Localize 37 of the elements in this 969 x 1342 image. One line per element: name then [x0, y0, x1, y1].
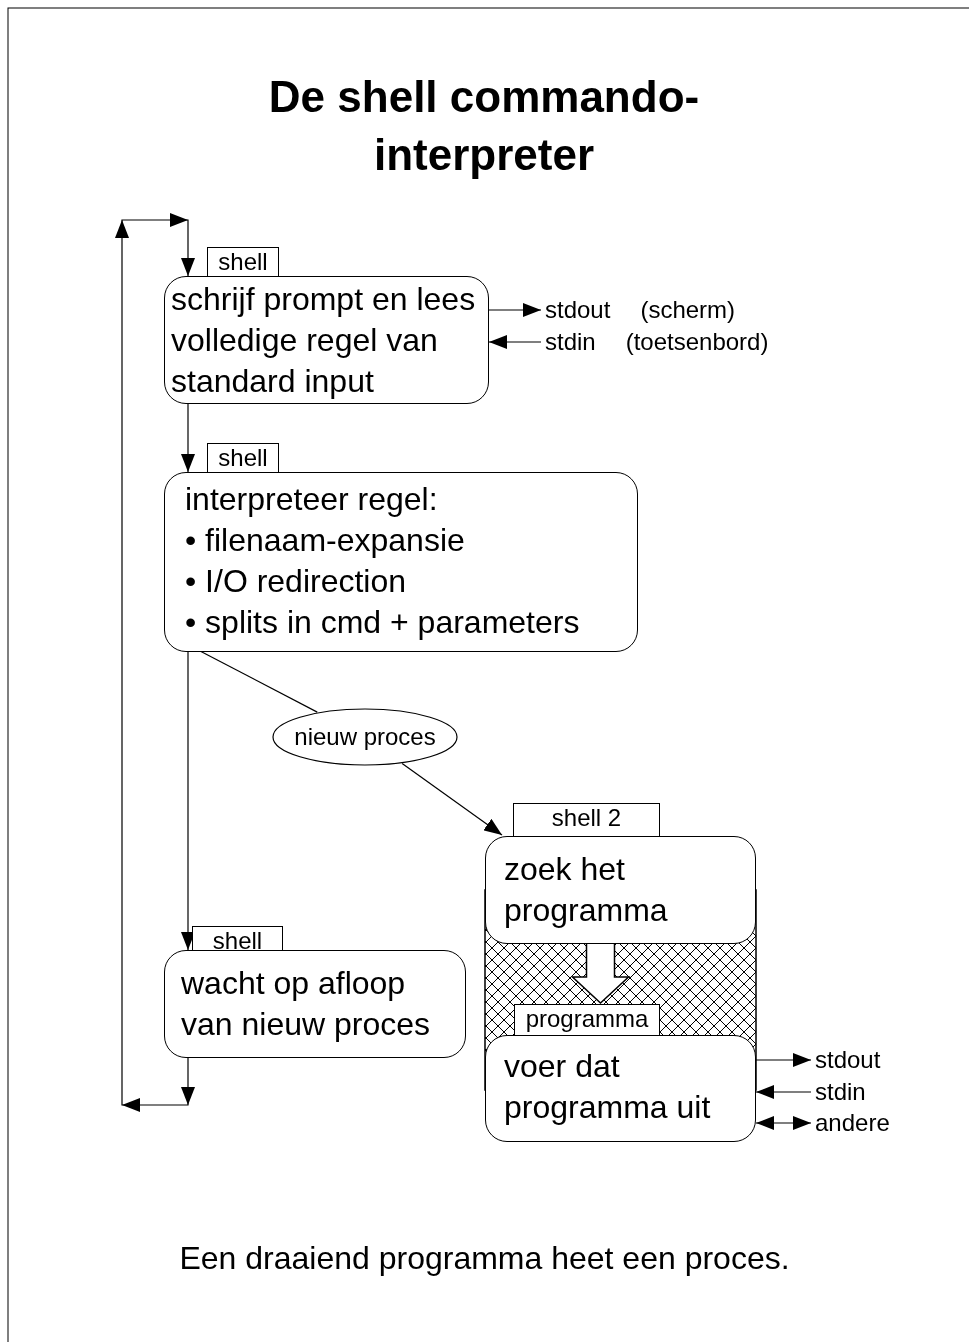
step-text: schrijf prompt en lees volledige regel van standard input: [171, 280, 477, 401]
tab-label: shell: [207, 443, 279, 473]
arrow: [755, 1116, 812, 1130]
stream-label: stdin: [545, 328, 596, 355]
list-item: • I/O redirection: [185, 562, 408, 601]
list-item: • filenaam-expansie: [185, 521, 466, 560]
process-box: [164, 472, 638, 652]
tab-label: shell: [207, 247, 279, 277]
process-box: [485, 1035, 756, 1142]
stream-label: (toetsenbord): [625, 328, 769, 355]
stream-label: stdout: [815, 1046, 881, 1074]
caption-text: Een draaiend programma heet een proces.: [178, 1239, 791, 1278]
tab-label: shell: [192, 926, 283, 951]
step-text: voer dat programma uit: [504, 1047, 712, 1127]
arrow: [401, 763, 503, 836]
loop-arrow: [115, 213, 195, 1112]
list-item: • splits in cmd + parameters: [185, 603, 581, 642]
stream-label: stdout: [545, 296, 611, 323]
stream-label: stdin: [815, 1078, 866, 1106]
block-arrow: [570, 943, 631, 1005]
arrow: [755, 1053, 812, 1067]
tab-label: shell 2: [513, 803, 660, 837]
diagram-title: De shell commando-interpreter: [267, 71, 701, 181]
process-box: [485, 836, 756, 944]
ellipse-label: nieuw proces: [294, 723, 436, 751]
arrow: [488, 335, 542, 349]
step-text: interpreteer regel:: [185, 480, 439, 519]
arrow: [181, 403, 195, 473]
stream-label: andere: [815, 1109, 890, 1137]
step-text: wacht op afloop van nieuw proces: [181, 964, 432, 1044]
process-box: [164, 950, 466, 1058]
connector-line: [199, 650, 318, 713]
arrow: [755, 1085, 812, 1099]
stream-label: (scherm): [640, 296, 736, 323]
tab-label: programma: [514, 1004, 660, 1036]
step-text: zoek het programma: [504, 850, 669, 930]
arrow: [488, 303, 542, 317]
